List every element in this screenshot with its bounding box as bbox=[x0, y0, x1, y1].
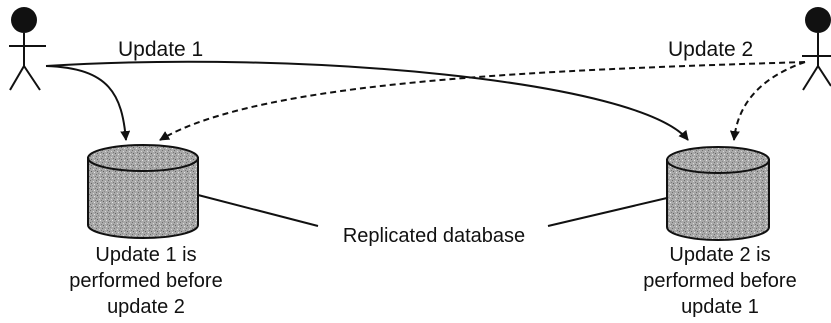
right-caption-line2: performed before bbox=[643, 270, 796, 292]
update2-arrow-to-right-db bbox=[729, 61, 806, 141]
update1-arrow-to-right-db bbox=[45, 60, 689, 141]
right-caption-line3: update 1 bbox=[681, 296, 759, 318]
replicated-database-label: Replicated database bbox=[343, 225, 525, 247]
right-caption-line1: Update 2 is bbox=[669, 244, 770, 266]
left-caption-line1: Update 1 is bbox=[95, 244, 196, 266]
update2-arrow-to-left-db bbox=[159, 61, 806, 141]
right-database-icon bbox=[666, 146, 770, 241]
update1-arrow-to-left-db bbox=[45, 65, 131, 141]
left-database-icon bbox=[87, 144, 199, 239]
user-right-icon bbox=[802, 7, 831, 91]
replicated-connector-right bbox=[547, 197, 668, 227]
update1-label: Update 1 bbox=[118, 38, 203, 61]
left-caption-line2: performed before bbox=[69, 270, 222, 292]
left-caption-line3: update 2 bbox=[107, 296, 185, 318]
user-left-icon bbox=[9, 7, 46, 91]
replicated-connector-left bbox=[197, 194, 319, 227]
update2-label: Update 2 bbox=[668, 38, 753, 61]
